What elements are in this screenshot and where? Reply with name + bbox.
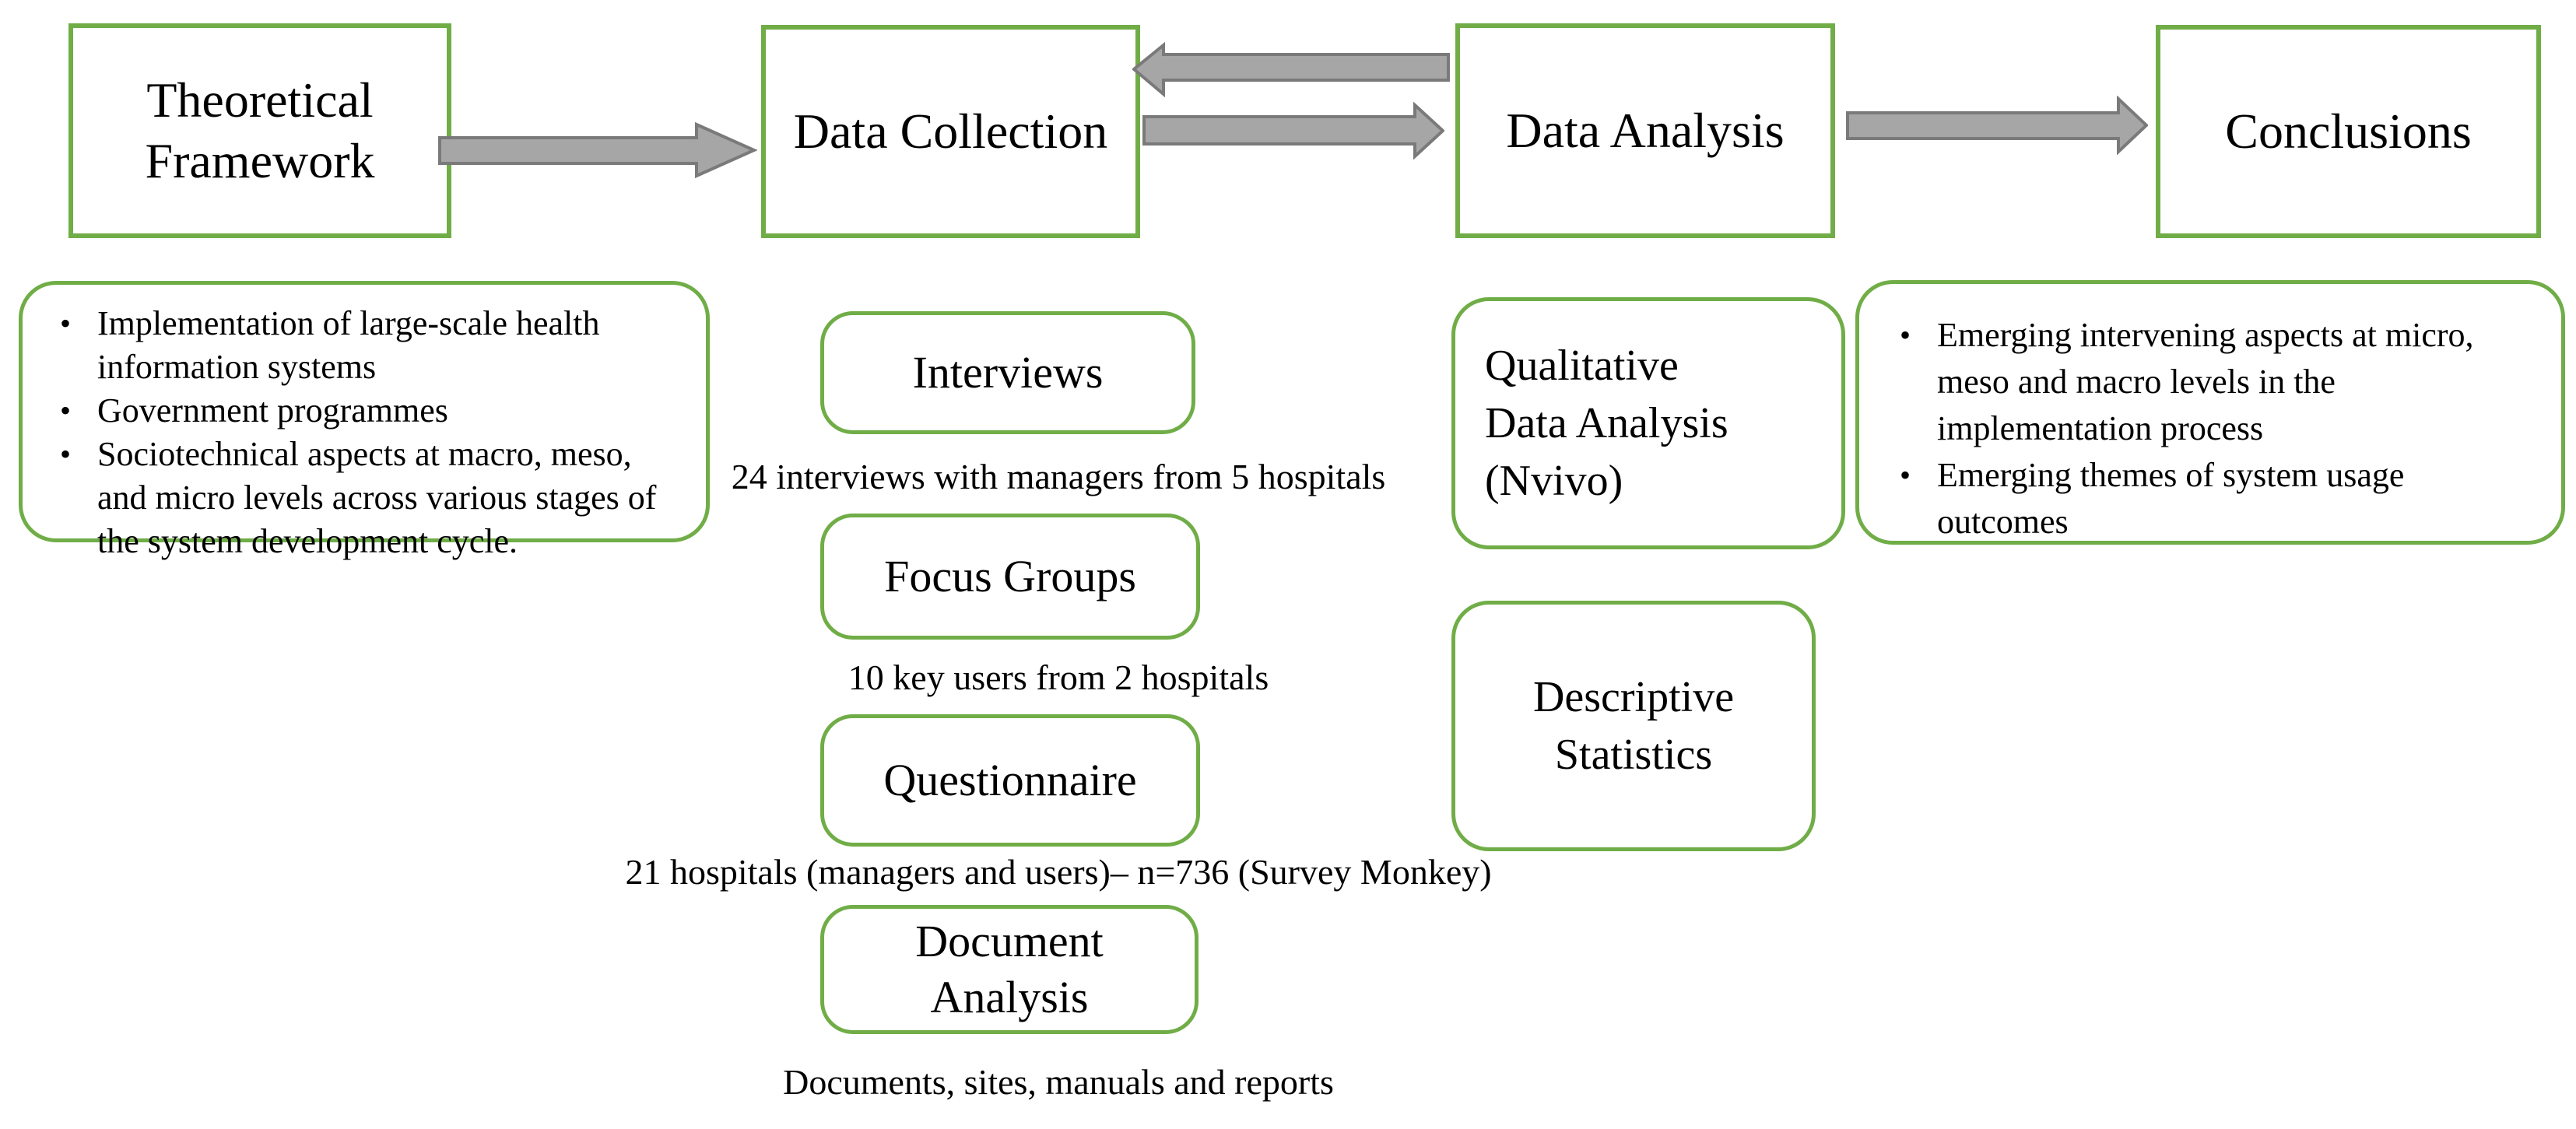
stage-box-theoretical-framework: Theoretical Framework [68, 23, 451, 238]
caption-questionnaire: 21 hospitals (managers and users)– n=736… [625, 852, 1492, 892]
stage-label-data-collection: Data Collection [793, 103, 1108, 159]
bullet-dot-icon: • [60, 306, 72, 341]
stage-box-data-collection: Data Collection [761, 25, 1140, 238]
note-bullet-text: Implementation of large-scale health inf… [97, 304, 600, 386]
analysis-box-descriptive-statistics: Descriptive Statistics [1451, 601, 1816, 851]
arrow-right-tf-to-dc-icon [438, 121, 757, 179]
arrow-right-dc-to-da-icon [1142, 102, 1444, 160]
note-bullet-text: Government programmes [97, 391, 448, 430]
method-label-focus-groups: Focus Groups [884, 550, 1136, 601]
note-bullet-item: • Emerging themes of system usage outcom… [1893, 452, 2529, 545]
method-label-document-analysis: Document Analysis [915, 915, 1104, 1023]
stage-label-theoretical-framework: Theoretical Framework [145, 72, 375, 188]
method-label-interviews: Interviews [912, 346, 1104, 398]
conclusions-notes: • Emerging intervening aspects at micro,… [1855, 280, 2565, 545]
analysis-label-qualitative-nvivo: Qualitative Data Analysis (Nvivo) [1485, 342, 1728, 505]
bullet-dot-icon: • [60, 437, 72, 472]
note-bullet-item: • Emerging intervening aspects at micro,… [1893, 312, 2529, 452]
arrow-right-da-to-conclusions-icon [1846, 96, 2148, 155]
conclusions-notes-list: • Emerging intervening aspects at micro,… [1859, 284, 2561, 545]
stage-label-conclusions: Conclusions [2225, 103, 2472, 159]
bullet-dot-icon: • [1900, 458, 1911, 493]
method-box-interviews: Interviews [820, 311, 1195, 434]
method-label-questionnaire: Questionnaire [883, 754, 1137, 805]
caption-focus-groups: 10 key users from 2 hospitals [848, 657, 1269, 697]
method-box-questionnaire: Questionnaire [820, 714, 1200, 847]
bullet-dot-icon: • [1900, 317, 1911, 352]
note-bullet-item: • Implementation of large-scale health i… [54, 302, 689, 389]
stage-box-conclusions: Conclusions [2156, 25, 2541, 238]
analysis-box-qualitative-nvivo: Qualitative Data Analysis (Nvivo) [1451, 297, 1845, 549]
method-box-document-analysis: Document Analysis [820, 905, 1199, 1034]
bullet-dot-icon: • [60, 393, 72, 428]
method-box-focus-groups: Focus Groups [820, 514, 1200, 640]
stage-label-data-analysis: Data Analysis [1506, 102, 1785, 158]
arrow-left-da-to-dc-icon [1132, 42, 1450, 97]
theoretical-framework-notes: • Implementation of large-scale health i… [19, 281, 710, 560]
caption-interviews: 24 interviews with managers from 5 hospi… [731, 457, 1386, 496]
note-bullet-text: Emerging intervening aspects at micro, m… [1937, 316, 2474, 447]
analysis-label-descriptive-statistics: Descriptive Statistics [1532, 673, 1735, 779]
note-bullet-text: Sociotechnical aspects at macro, meso, a… [97, 435, 657, 560]
note-bullet-item: • Government programmes [54, 389, 689, 433]
caption-document-analysis: Documents, sites, manuals and reports [783, 1062, 1334, 1102]
theoretical-framework-notes-list: • Implementation of large-scale health i… [23, 285, 706, 563]
stage-box-data-analysis: Data Analysis [1455, 23, 1835, 238]
note-bullet-item: • Sociotechnical aspects at macro, meso,… [54, 433, 689, 563]
note-bullet-text: Emerging themes of system usage outcomes [1937, 456, 2405, 541]
